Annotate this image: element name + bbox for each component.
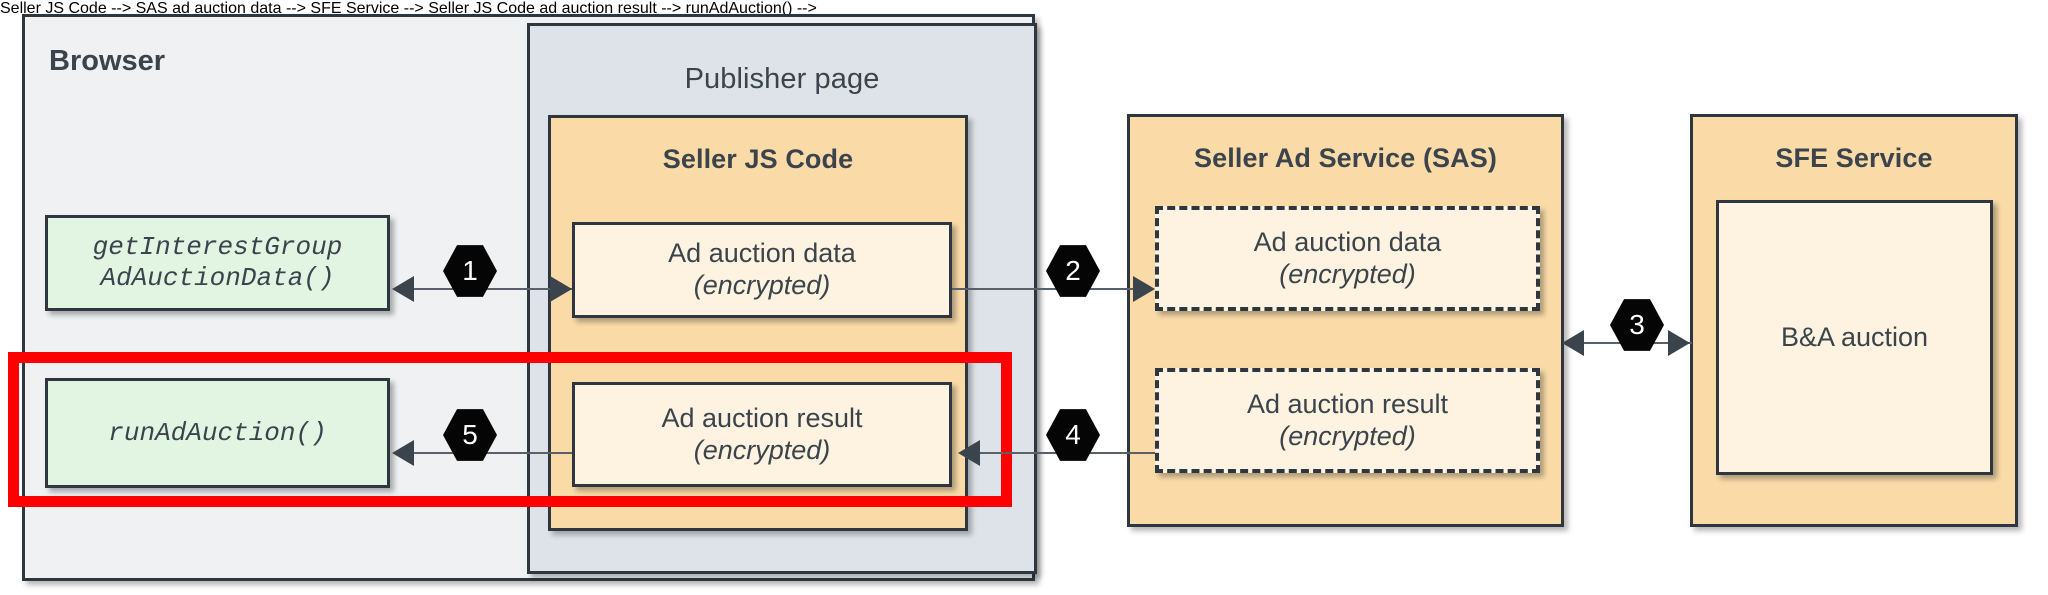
step-5-line xyxy=(414,452,572,454)
get-interest-group-line2: AdAuctionData() xyxy=(100,263,335,293)
step-badge-1-number: 1 xyxy=(462,255,478,286)
sfe-service-label: SFE Service xyxy=(1775,143,1933,173)
js-ad-auction-data-box: Ad auction data (encrypted) xyxy=(572,222,952,318)
step-badge-2-number: 2 xyxy=(1065,255,1081,286)
sas-ad-auction-data-line2: (encrypted) xyxy=(1279,258,1416,289)
step-3-arrow-left-icon xyxy=(1562,330,1584,356)
step-2-arrow-right-icon xyxy=(1133,276,1155,302)
bna-auction-box: B&A auction xyxy=(1716,200,1993,475)
js-ad-auction-result-line1: Ad auction result xyxy=(661,402,863,433)
step-3-arrow-right-icon xyxy=(1668,330,1690,356)
browser-label: Browser xyxy=(49,45,166,77)
step-1-arrow-left-icon xyxy=(392,276,414,302)
js-ad-auction-data-line1: Ad auction data xyxy=(668,238,856,269)
sas-ad-auction-data-line1: Ad auction data xyxy=(1253,226,1442,257)
step-badge-4-number: 4 xyxy=(1065,419,1081,450)
bna-auction-label: B&A auction xyxy=(1780,321,1929,352)
sas-ad-auction-result-box: Ad auction result (encrypted) xyxy=(1155,368,1540,473)
seller-ad-service-label: Seller Ad Service (SAS) xyxy=(1194,143,1497,173)
get-interest-group-ad-auction-data-box: getInterestGroup AdAuctionData() xyxy=(45,215,390,311)
step-badge-5-number: 5 xyxy=(462,419,478,450)
step-1-arrow-right-icon xyxy=(550,276,572,302)
step-4-arrow-left-icon xyxy=(958,440,980,466)
get-interest-group-line1: getInterestGroup xyxy=(92,232,343,263)
step-1-line xyxy=(414,288,572,290)
sas-ad-auction-result-line2: (encrypted) xyxy=(1279,420,1416,451)
run-ad-auction-label: runAdAuction() xyxy=(108,417,327,448)
js-ad-auction-result-line2: (encrypted) xyxy=(693,434,831,465)
js-ad-auction-data-line2: (encrypted) xyxy=(693,270,831,300)
step-5-arrow-left-icon xyxy=(392,440,414,466)
run-ad-auction-box: runAdAuction() xyxy=(45,378,390,488)
publisher-page-label: Publisher page xyxy=(684,63,880,95)
seller-js-code-label: Seller JS Code xyxy=(662,144,854,174)
sas-ad-auction-data-box: Ad auction data (encrypted) xyxy=(1155,206,1540,311)
step-2-line xyxy=(952,288,1150,290)
sas-ad-auction-result-line1: Ad auction result xyxy=(1246,388,1449,419)
js-ad-auction-result-box: Ad auction result (encrypted) xyxy=(572,382,952,487)
step-badge-3-number: 3 xyxy=(1629,309,1645,340)
